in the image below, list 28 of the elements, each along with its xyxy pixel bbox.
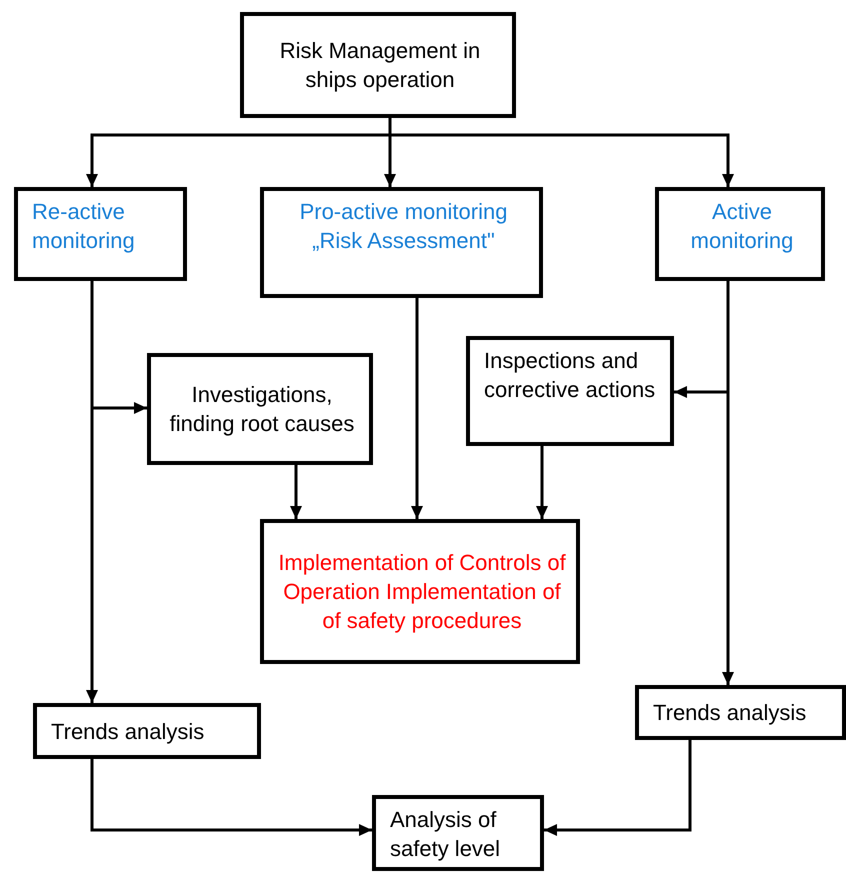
box-label: Investigations, finding root causes xyxy=(168,381,356,438)
box-label: Pro-active monitoring „Risk Assessment" xyxy=(298,198,508,255)
arrow xyxy=(388,118,734,187)
box-label: Risk Management in ships operation xyxy=(278,37,482,94)
process-box xyxy=(655,187,825,281)
arrow xyxy=(411,298,423,519)
box-label: Trends analysis xyxy=(51,718,204,746)
box-label: Inspections and corrective actions xyxy=(484,347,656,404)
process-box xyxy=(147,353,373,465)
box-label: Analysis of safety level xyxy=(390,806,502,863)
box-label: Implementation of Controls of Operation Implementation of of safety procedures xyxy=(278,549,566,635)
process-box xyxy=(14,187,187,281)
box-label: Re-active monitoring xyxy=(32,198,136,255)
process-box xyxy=(635,685,846,740)
process-box xyxy=(240,12,516,118)
arrow xyxy=(544,740,692,836)
process-box xyxy=(260,519,580,664)
box-label: Trends analysis xyxy=(653,699,806,727)
process-box xyxy=(33,703,261,759)
arrow xyxy=(536,446,548,519)
arrow xyxy=(722,281,734,685)
arrow xyxy=(90,281,147,414)
process-box xyxy=(372,795,544,871)
process-box xyxy=(466,336,674,446)
arrow xyxy=(290,465,302,519)
arrow xyxy=(90,759,372,836)
process-box xyxy=(260,187,543,298)
box-label: Active monitoring xyxy=(690,198,794,255)
